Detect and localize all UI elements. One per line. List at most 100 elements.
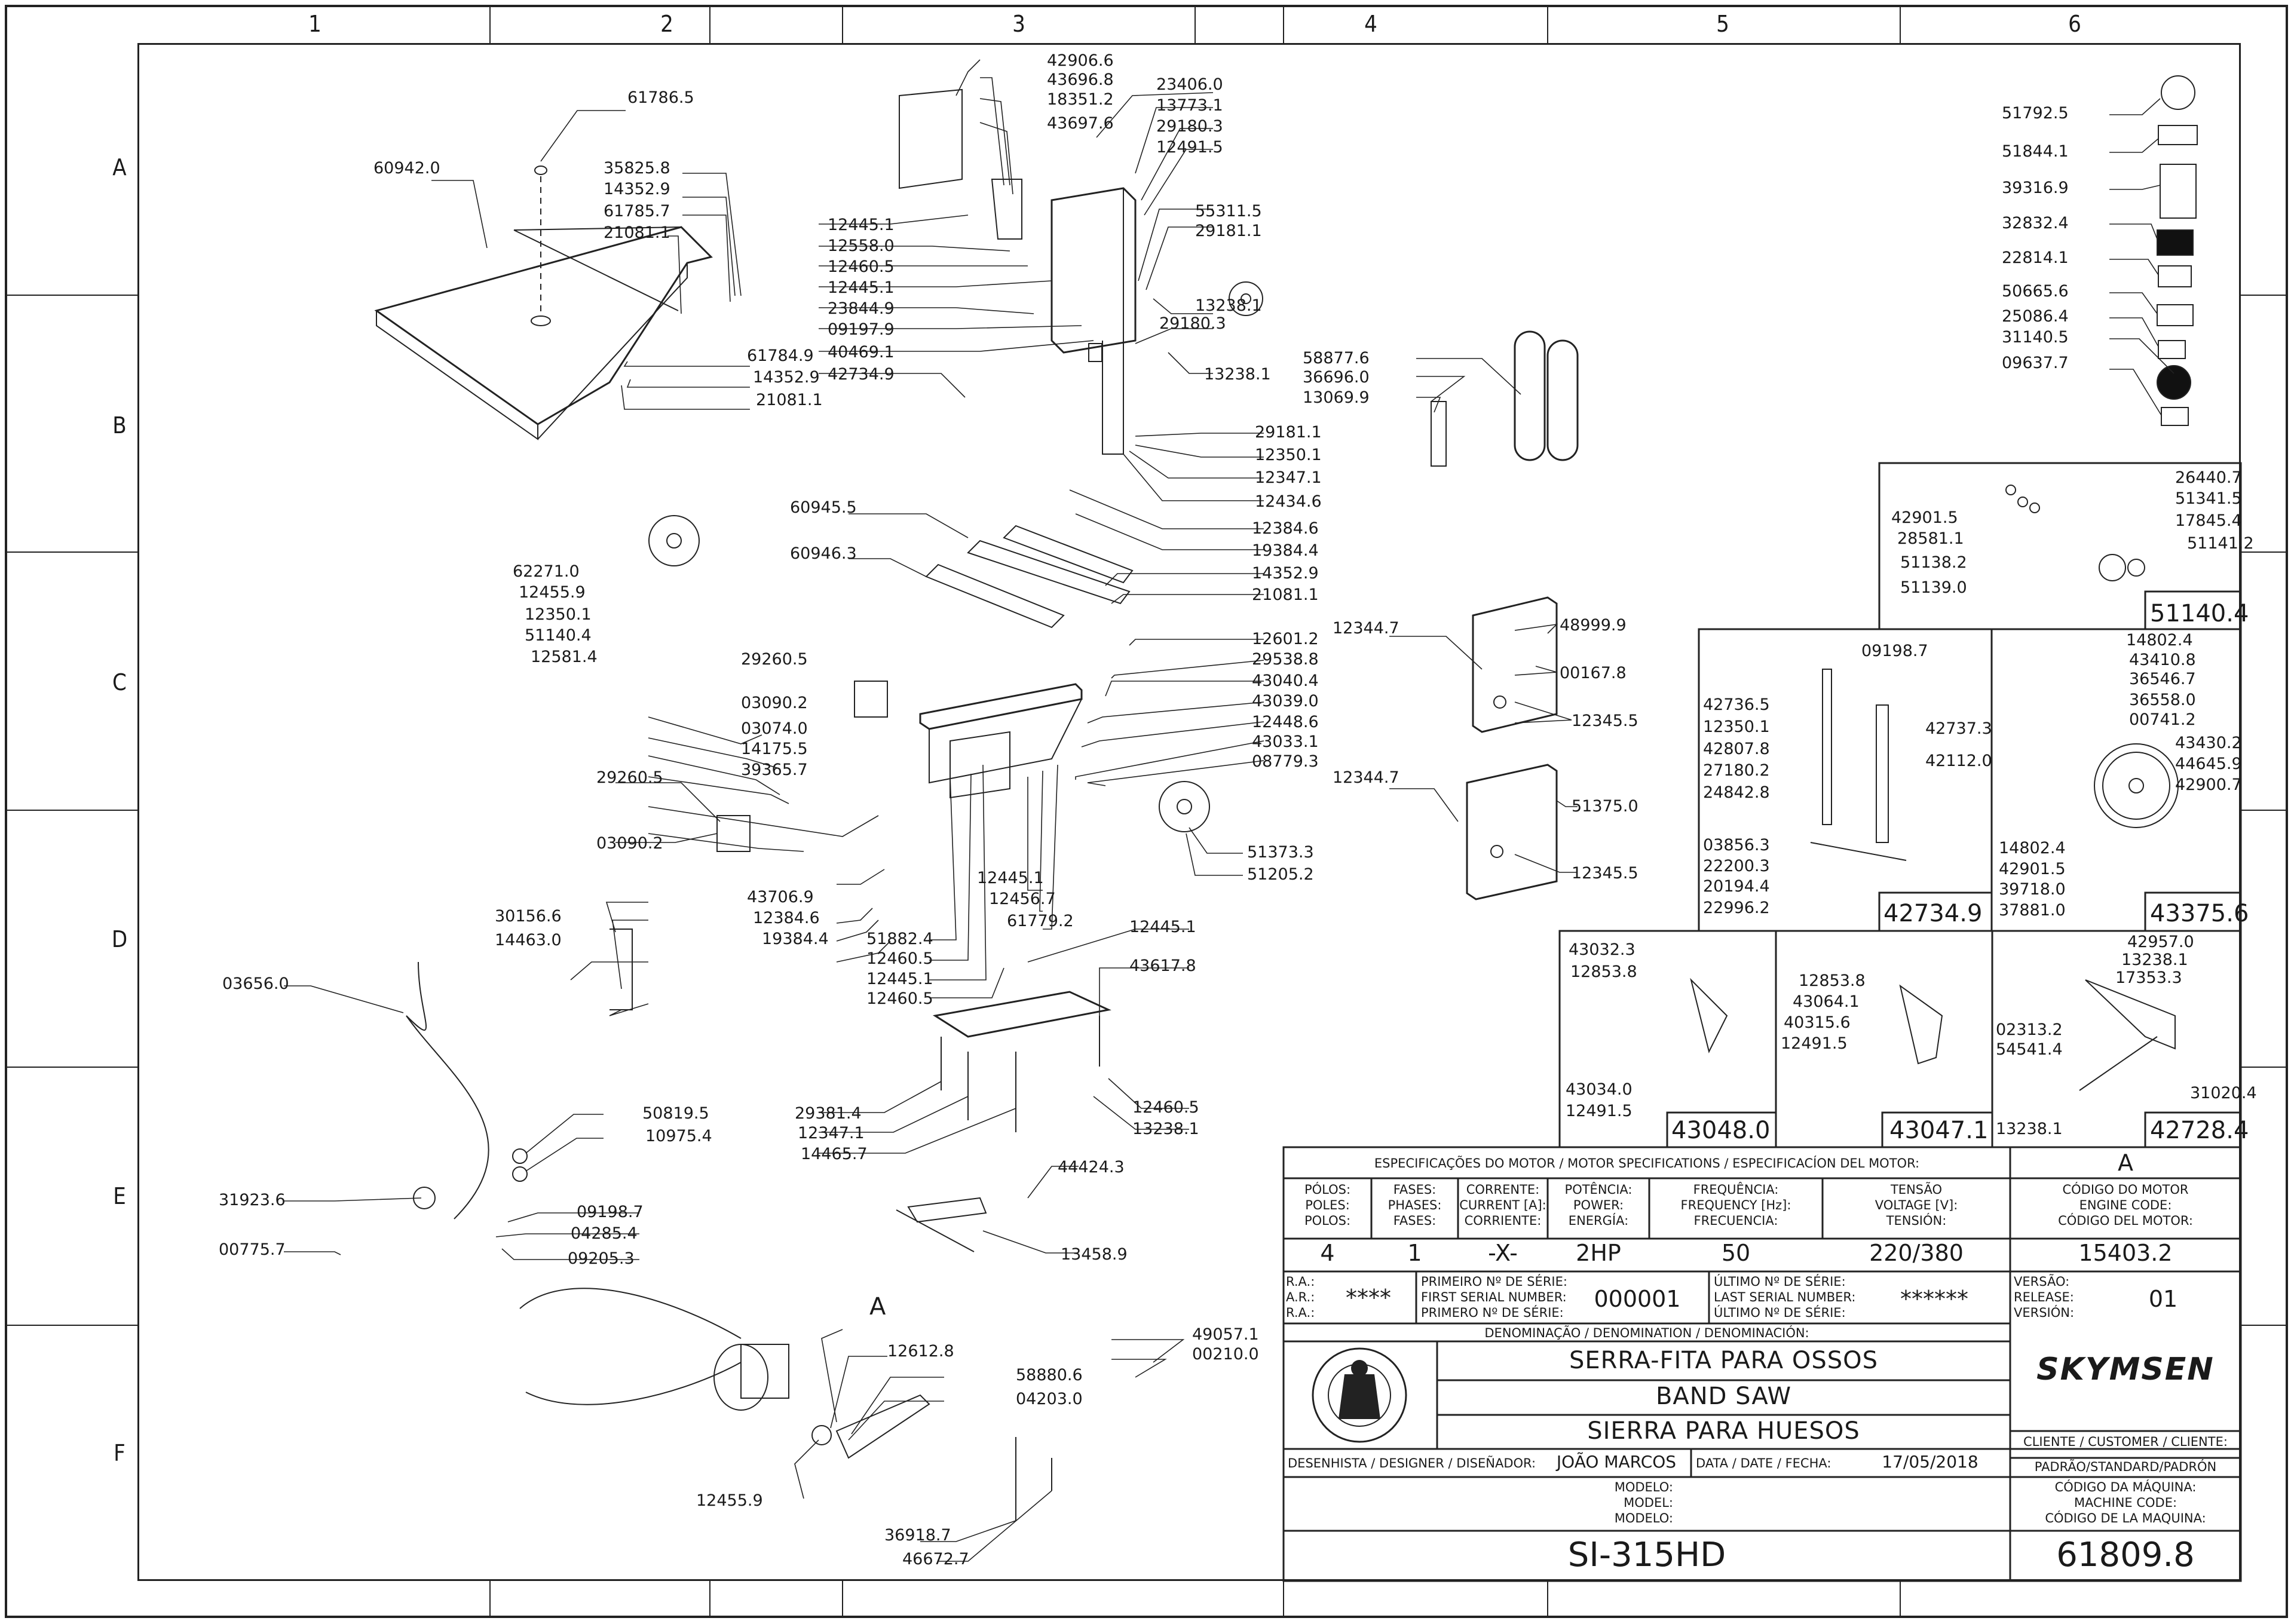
part-label: 04203.0 [1016, 1390, 1083, 1408]
part-label: 42901.5 [1999, 860, 2066, 878]
voltage-header: TENSÃO VOLTAGE [V]: TENSIÓN: [1875, 1182, 1958, 1228]
part-label: 42734.9 [828, 365, 895, 384]
last-serial-value: ****** [1900, 1286, 1968, 1312]
detail-43048-0: 43032.3 12853.8 43034.0 12491.5 43048.0 [1566, 940, 1770, 1144]
motor-spec-header: ESPECIFICAÇÕES DO MOTOR / MOTOR SPECIFIC… [1374, 1156, 1920, 1170]
part-label: 43617.8 [1129, 957, 1196, 975]
part-label: 21081.1 [604, 223, 670, 242]
part-label: 02313.2 [1996, 1021, 2063, 1039]
part-label: 12601.2 [1252, 630, 1319, 648]
detail-43375-6: 14802.4 43410.8 36546.7 36558.0 00741.2 … [1999, 631, 2249, 927]
part-label: 14465.7 [801, 1145, 868, 1163]
part-label: 12558.0 [828, 237, 895, 255]
part-label: 09198.7 [1861, 642, 1928, 660]
detail-id: 43048.0 [1671, 1117, 1770, 1144]
part-label: 61784.9 [747, 347, 814, 365]
part-label: 43706.9 [747, 888, 814, 906]
part-label: 04285.4 [571, 1224, 638, 1243]
part-label: 24842.8 [1703, 783, 1770, 802]
part-label: 27180.2 [1703, 761, 1770, 780]
part-label: 20194.4 [1703, 877, 1770, 896]
part-label: 13773.1 [1156, 96, 1223, 115]
part-label: 51138.2 [1900, 553, 1967, 572]
voltage-value: 220/380 [1869, 1240, 1964, 1266]
part-label: 42901.5 [1891, 508, 1958, 527]
part-label: 12347.1 [798, 1124, 865, 1142]
part-label: 43033.1 [1252, 733, 1319, 751]
part-label: 13238.1 [1195, 296, 1262, 315]
part-label: 31140.5 [2002, 328, 2069, 347]
part-label: 13238.1 [2121, 951, 2188, 969]
motor-revision: A [2118, 1150, 2133, 1176]
part-label: 12460.5 [1132, 1098, 1199, 1117]
part-label: 13238.1 [1996, 1120, 2063, 1138]
part-label: 55311.5 [1195, 202, 1262, 220]
version-value: 01 [2148, 1286, 2178, 1312]
part-label: 60942.0 [373, 159, 440, 177]
machine-code-labels: CÓDIGO DA MÁQUINA: MACHINE CODE: CÓDIGO … [2045, 1480, 2206, 1525]
part-label: 61779.2 [1007, 912, 1074, 930]
part-label: 12460.5 [828, 258, 895, 276]
part-label: 23844.9 [828, 299, 895, 318]
part-label: 12350.1 [1703, 718, 1770, 736]
part-label: 51882.4 [866, 930, 933, 948]
part-label: 12455.9 [696, 1491, 763, 1510]
part-label: 17353.3 [2115, 969, 2182, 987]
part-label: 43410.8 [2129, 651, 2196, 669]
zone-column-3: 3 [1012, 11, 1025, 37]
part-label: 03090.2 [741, 694, 808, 712]
part-label: 14802.4 [2126, 631, 2193, 649]
part-label: 03856.3 [1703, 836, 1770, 854]
poles-value: 4 [1320, 1240, 1335, 1266]
part-label: 12491.5 [1156, 138, 1223, 157]
part-label: 03074.0 [741, 719, 808, 738]
part-label: 12460.5 [866, 989, 933, 1008]
part-label: 14352.9 [753, 368, 820, 387]
part-numbers-zone-4: 58877.6 36696.0 13069.9 12344.7 48999.9 … [1303, 349, 1638, 883]
part-label: 12445.1 [828, 216, 895, 234]
part-label: 18351.2 [1047, 90, 1114, 109]
part-label: 03656.0 [222, 975, 289, 993]
zone-column-5: 5 [1716, 11, 1729, 37]
part-label: 30156.6 [495, 907, 562, 926]
part-label: 43039.0 [1252, 692, 1319, 710]
frequency-value: 50 [1721, 1240, 1751, 1266]
part-label: 40315.6 [1784, 1013, 1851, 1032]
part-label: 29381.4 [795, 1104, 862, 1123]
part-label: 29181.1 [1195, 222, 1262, 240]
part-label: 13238.1 [1132, 1120, 1199, 1138]
part-label: 51139.0 [1900, 578, 1967, 597]
part-label: 09205.3 [568, 1249, 635, 1268]
first-serial-labels: PRIMEIRO Nº DE SÉRIE: FIRST SERIAL NUMBE… [1421, 1274, 1567, 1320]
part-label: 61785.7 [604, 202, 670, 220]
part-label: 12853.8 [1570, 963, 1637, 981]
part-label: 35825.8 [604, 159, 670, 177]
zone-column-2: 2 [660, 11, 673, 37]
product-name-es: SIERRA PARA HUESOS [1587, 1417, 1860, 1445]
detail-51140-4: 42901.5 28581.1 51138.2 51139.0 26440.7 … [1891, 468, 2254, 627]
part-label: 42957.0 [2127, 933, 2194, 951]
part-label: 00167.8 [1560, 664, 1627, 682]
part-label: 12350.1 [525, 605, 592, 624]
title-block-grid [1282, 1146, 2242, 1582]
part-label: 12384.6 [1252, 519, 1319, 538]
part-label: 13238.1 [1204, 365, 1271, 384]
detail-42728-4: 42957.0 13238.1 17353.3 02313.2 54541.4 … [1996, 933, 2257, 1144]
part-label: 23406.0 [1156, 75, 1223, 94]
part-label: 12456.7 [989, 890, 1056, 908]
part-label: 39316.9 [2002, 179, 2069, 197]
customer-value: PADRÃO/STANDARD/PADRÓN [2034, 1460, 2217, 1474]
detail-id: 43375.6 [2150, 900, 2249, 927]
part-label: 29180.3 [1159, 314, 1226, 333]
part-label: 50665.6 [2002, 282, 2069, 301]
part-label: 29260.5 [741, 650, 808, 669]
part-label: 51375.0 [1572, 797, 1638, 816]
part-label: 36546.7 [2129, 670, 2196, 688]
part-label: 14175.5 [741, 740, 808, 758]
assembly-a-callout: A [869, 1293, 886, 1320]
detail-42734-9: 09198.7 42736.5 12350.1 42807.8 27180.2 … [1703, 642, 1992, 927]
zone-column-6: 6 [2068, 11, 2081, 37]
part-label: 12445.1 [828, 278, 895, 297]
